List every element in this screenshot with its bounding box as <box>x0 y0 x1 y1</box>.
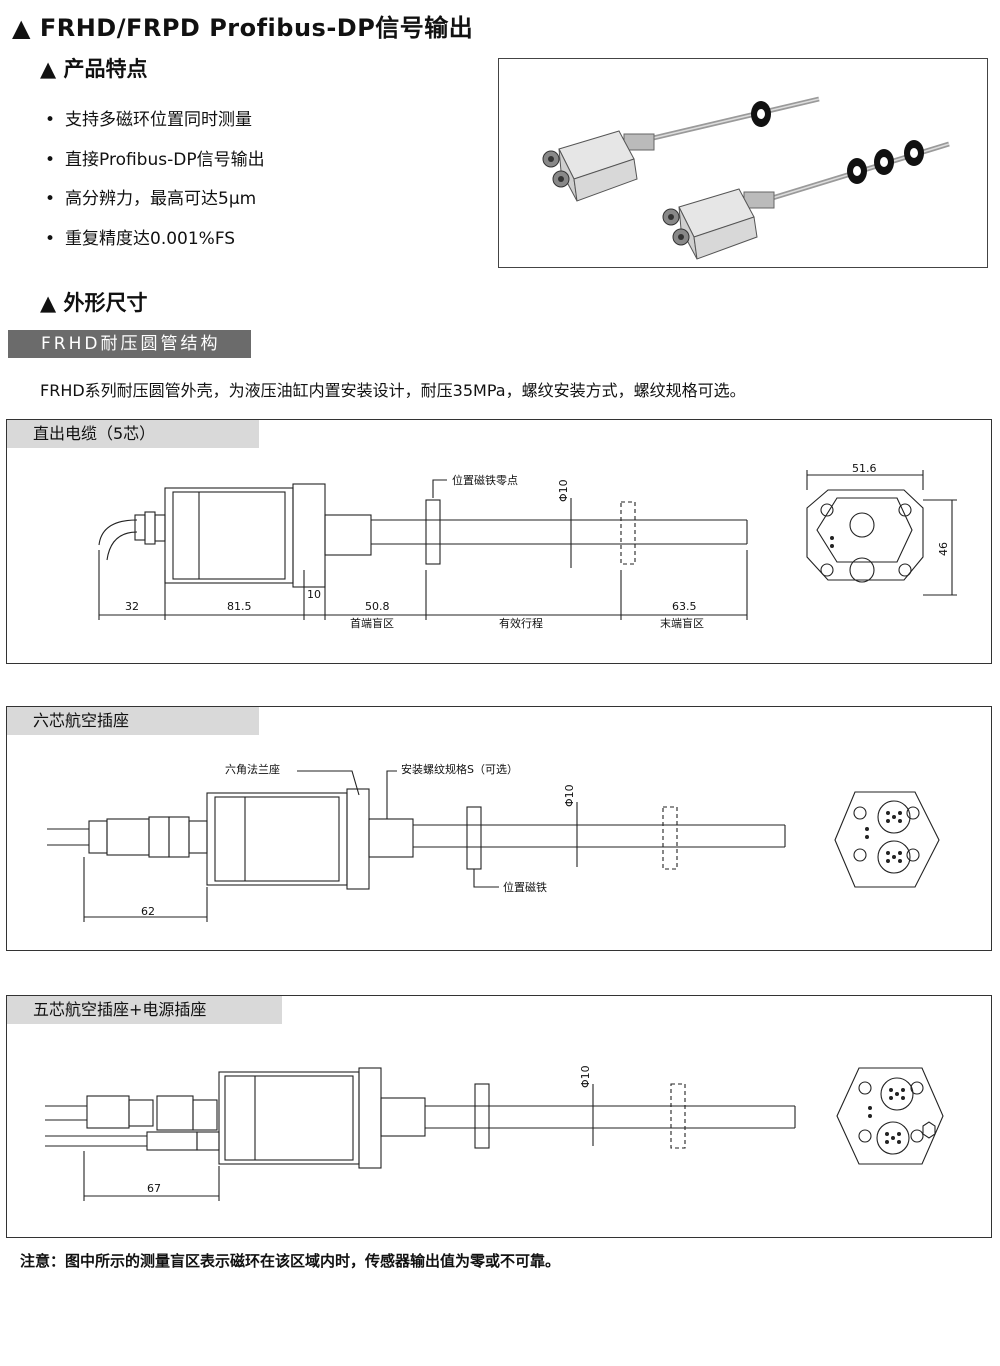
feature-item: •重复精度达0.001%FS <box>45 229 236 249</box>
drawing-cable-outlet: 位置磁铁零点 Φ10 32 81.5 10 50.8 63.5 首端盲区 有效行… <box>98 462 957 630</box>
label-magnet: 位置磁铁 <box>503 880 547 894</box>
dim-10: 10 <box>307 588 321 601</box>
panel-tab: 五芯航空插座+电源插座 <box>7 996 282 1024</box>
drawing-six-pin-connector: 六角法兰座 安装螺纹规格S（可选） 位置磁铁 Φ10 62 <box>47 762 940 922</box>
label-diameter: Φ10 <box>579 1065 592 1088</box>
sensor-image-lower <box>662 140 950 260</box>
drawing-panel-cable: 直出电缆（5芯） <box>6 419 992 664</box>
dim-67: 67 <box>147 1182 161 1195</box>
dim-51-6: 51.6 <box>852 462 877 475</box>
label-head-zone: 首端盲区 <box>350 616 394 630</box>
drawing-panel-six-pin: 六芯航空插座 <box>6 706 992 951</box>
dim-46: 46 <box>937 542 950 556</box>
label-stroke: 有效行程 <box>499 616 543 630</box>
features-heading: ▲ 产品特点 <box>40 57 148 81</box>
panel-tab: 直出电缆（5芯） <box>7 420 259 448</box>
dim-32: 32 <box>125 600 139 613</box>
dim-81-5: 81.5 <box>227 600 252 613</box>
feature-item: •支持多磁环位置同时测量 <box>45 110 252 130</box>
label-tail-zone: 末端盲区 <box>660 616 704 630</box>
section-description: FRHD系列耐压圆管外壳，为液压油缸内置安装设计，耐压35MPa，螺纹安装方式，… <box>40 381 746 400</box>
label-hex-flange: 六角法兰座 <box>225 762 280 776</box>
drawing-five-pin-power-connector: Φ10 67 <box>45 1065 944 1201</box>
feature-item: •高分辨力，最高可达5μm <box>45 189 257 209</box>
dimensions-heading: ▲ 外形尺寸 <box>40 291 148 315</box>
section-banner: FRHD耐压圆管结构 <box>8 330 251 358</box>
note-text: 注意：图中所示的测量盲区表示磁环在该区域内时，传感器输出值为零或不可靠。 <box>20 1252 561 1270</box>
label-diameter: Φ10 <box>557 479 570 502</box>
page-title: ▲ FRHD/FRPD Profibus-DP信号输出 <box>12 14 474 42</box>
drawing-panel-five-pin-power: 五芯航空插座+电源插座 <box>6 995 992 1238</box>
label-thread: 安装螺纹规格S（可选） <box>401 762 518 776</box>
sensor-image-upper <box>542 96 820 202</box>
dim-63-5: 63.5 <box>672 600 697 613</box>
label-magnet-zero: 位置磁铁零点 <box>452 473 518 487</box>
feature-item: •直接Profibus-DP信号输出 <box>45 150 265 170</box>
panel-tab: 六芯航空插座 <box>7 707 259 735</box>
label-diameter: Φ10 <box>563 784 576 807</box>
product-photo <box>498 58 988 268</box>
dim-62: 62 <box>141 905 155 918</box>
dim-50-8: 50.8 <box>365 600 390 613</box>
